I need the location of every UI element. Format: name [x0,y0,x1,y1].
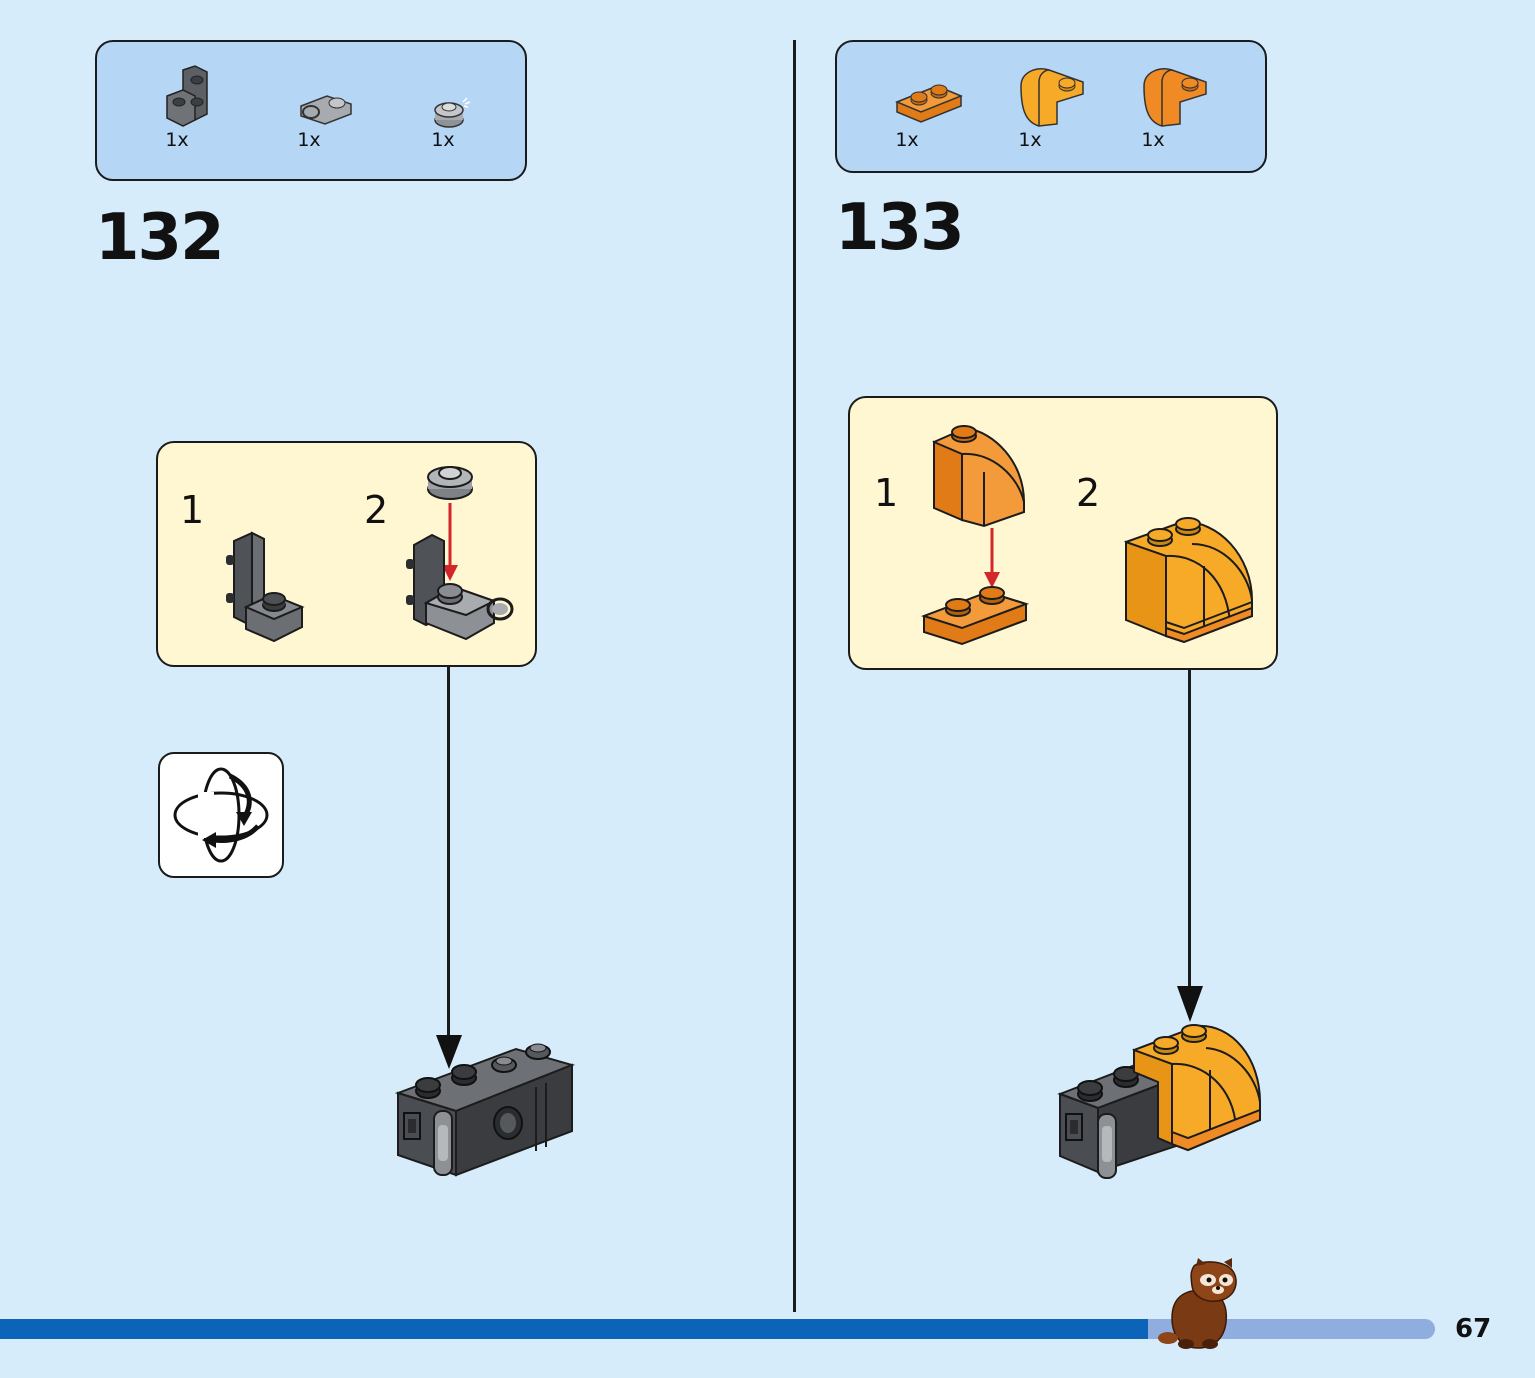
step-divider [793,40,796,1312]
connector-line [447,667,450,1045]
assembly-bracket-clip-icon [406,466,514,641]
build-progress-fill [0,1319,1148,1339]
part-qty: 1x [895,129,919,151]
rotate-model-callout [158,752,284,878]
rotate-model-icon [173,767,269,863]
down-arrow-icon [436,1035,462,1069]
light-gray-round-plate-icon [434,97,471,128]
step-number: 132 [95,201,225,275]
light-gray-clip-plate-icon [300,95,352,125]
assembled-slopes-icon [1124,517,1253,644]
part-qty: 1x [431,129,455,151]
substep-number: 2 [364,488,389,532]
dark-gray-bracket-icon [226,531,305,643]
dark-gray-bracket-icon [166,65,208,127]
parts-list-step-133: 1x 1x 1x [835,40,1267,173]
step-number: 133 [835,191,965,265]
connector-line [1188,670,1191,988]
part-qty: 1x [1018,129,1042,151]
model-assembly-132 [394,1043,576,1177]
part-qty: 1x [1141,129,1165,151]
orange-plate-1x2-icon [895,84,963,123]
build-progress-bar [0,1319,1435,1339]
slope-onto-plate-icon [920,425,1030,646]
bright-orange-curved-slope-icon [1020,68,1084,127]
part-qty: 1x [297,129,321,151]
substep-number: 2 [1076,471,1101,515]
model-assembly-133 [1057,1024,1261,1179]
parts-list-step-132: 1x 1x 1x [95,40,527,181]
orange-curved-slope-icon [1143,68,1207,127]
red-panda-mascot-icon [1158,1258,1237,1349]
substep-number: 1 [180,488,205,532]
down-arrow-icon [1177,986,1203,1022]
page-number: 67 [1455,1314,1492,1344]
substep-box-step-132: 1 2 [156,441,537,667]
part-qty: 1x [165,129,189,151]
substep-box-step-133: 1 2 [848,396,1278,670]
substep-number: 1 [874,471,899,515]
